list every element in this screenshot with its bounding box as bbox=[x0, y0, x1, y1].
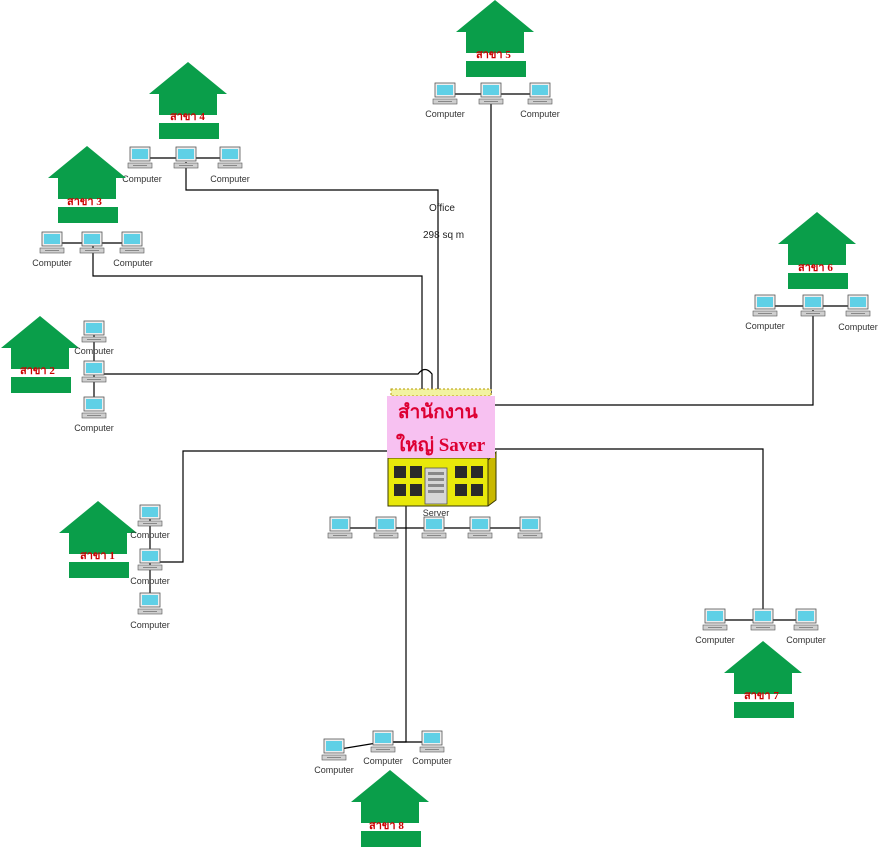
house-icon bbox=[456, 0, 534, 77]
computer-label: Computer bbox=[210, 174, 250, 184]
house-icon bbox=[59, 501, 137, 578]
server-label: Server bbox=[423, 508, 450, 518]
computer-label: Computer bbox=[130, 530, 170, 540]
computer-icon bbox=[81, 320, 107, 343]
computer-label: Computer bbox=[520, 109, 560, 119]
computer-label: Computer bbox=[74, 346, 114, 356]
computer-icon bbox=[81, 396, 107, 419]
computer-icon bbox=[702, 608, 728, 631]
computer-icon bbox=[217, 146, 243, 169]
branch-4: สาขา 4 Computer Computer bbox=[122, 62, 250, 184]
branch-label: สาขา 3 bbox=[67, 196, 102, 208]
link-branch-7 bbox=[494, 448, 764, 620]
branch-label: สาขา 8 bbox=[369, 820, 404, 832]
computer-label: Computer bbox=[113, 258, 153, 268]
computer-label: Computer bbox=[74, 423, 114, 433]
computer-label: Computer bbox=[425, 109, 465, 119]
branch-label: สาขา 5 bbox=[476, 49, 511, 61]
computer-icon bbox=[527, 82, 553, 105]
branch-label: สาขา 2 bbox=[20, 365, 55, 377]
computer-icon bbox=[419, 730, 445, 753]
computer-icon bbox=[478, 82, 504, 105]
link-branch-8 bbox=[383, 505, 407, 743]
office-name: Office bbox=[429, 203, 455, 214]
branch-5: สาขา 5 Computer Computer bbox=[425, 0, 560, 119]
branch-1: สาขา 1 Computer Computer Computer bbox=[59, 501, 170, 630]
link-branch-2 bbox=[94, 368, 433, 395]
link-branch-3 bbox=[92, 246, 423, 395]
house-icon bbox=[149, 62, 227, 139]
house-icon bbox=[48, 146, 126, 223]
computer-icon bbox=[39, 231, 65, 254]
computer-label: Computer bbox=[786, 635, 826, 645]
hq-title-line2: ใหญ่ Saver bbox=[396, 433, 486, 456]
office-area: 298 sq m bbox=[423, 230, 464, 241]
branch-label: สาขา 4 bbox=[170, 111, 205, 123]
computer-icon bbox=[373, 516, 399, 539]
branch-label: สาขา 1 bbox=[80, 550, 115, 562]
computer-icon bbox=[750, 608, 776, 631]
computer-label: Computer bbox=[838, 322, 878, 332]
office-info: Office 298 sq m bbox=[423, 203, 464, 241]
branch-label: สาขา 6 bbox=[798, 262, 833, 274]
house-icon bbox=[778, 212, 856, 289]
branch-3: สาขา 3 Computer Computer bbox=[32, 146, 153, 268]
computer-label: Computer bbox=[695, 635, 735, 645]
house-icon bbox=[724, 641, 802, 718]
computer-icon bbox=[137, 592, 163, 615]
link-branch-6 bbox=[494, 310, 814, 406]
house-icon bbox=[1, 316, 79, 393]
computer-label: Computer bbox=[314, 765, 354, 775]
computer-label: Computer bbox=[363, 756, 403, 766]
house-icon bbox=[351, 770, 429, 847]
computer-icon bbox=[517, 516, 543, 539]
computer-label: Computer bbox=[130, 620, 170, 630]
link-branch-4 bbox=[185, 162, 439, 395]
computer-icon bbox=[800, 294, 826, 317]
computer-icon bbox=[327, 516, 353, 539]
computer-icon bbox=[321, 738, 347, 761]
hq-title-line1: สำนักงาน bbox=[398, 402, 478, 423]
computer-label: Computer bbox=[32, 258, 72, 268]
computer-label: Computer bbox=[745, 321, 785, 331]
computer-icon bbox=[127, 146, 153, 169]
headquarters: Server สำนักงาน ใหญ่ Saver bbox=[387, 388, 497, 518]
computer-icon bbox=[119, 231, 145, 254]
computer-icon bbox=[845, 294, 871, 317]
computer-icon bbox=[467, 516, 493, 539]
computer-icon bbox=[81, 360, 107, 383]
computer-label: Computer bbox=[130, 576, 170, 586]
computer-icon bbox=[421, 516, 447, 539]
computer-icon bbox=[79, 231, 105, 254]
branch-8: สาขา 8 Computer Computer Computer bbox=[314, 730, 452, 847]
branch-6: สาขา 6 Computer Computer bbox=[745, 212, 878, 332]
computer-icon bbox=[173, 146, 199, 169]
branch-2: สาขา 2 Computer Computer bbox=[1, 316, 114, 433]
branch-label: สาขา 7 bbox=[744, 690, 779, 702]
branch-7: สาขา 7 Computer Computer bbox=[695, 608, 826, 718]
computer-label: Computer bbox=[412, 756, 452, 766]
computer-icon bbox=[752, 294, 778, 317]
computer-icon bbox=[432, 82, 458, 105]
computer-icon bbox=[793, 608, 819, 631]
computer-label: Computer bbox=[122, 174, 162, 184]
hq-label-box bbox=[387, 396, 495, 458]
computer-icon bbox=[137, 504, 163, 527]
computer-icon bbox=[137, 548, 163, 571]
computer-icon bbox=[370, 730, 396, 753]
link-branch-1 bbox=[150, 450, 389, 563]
